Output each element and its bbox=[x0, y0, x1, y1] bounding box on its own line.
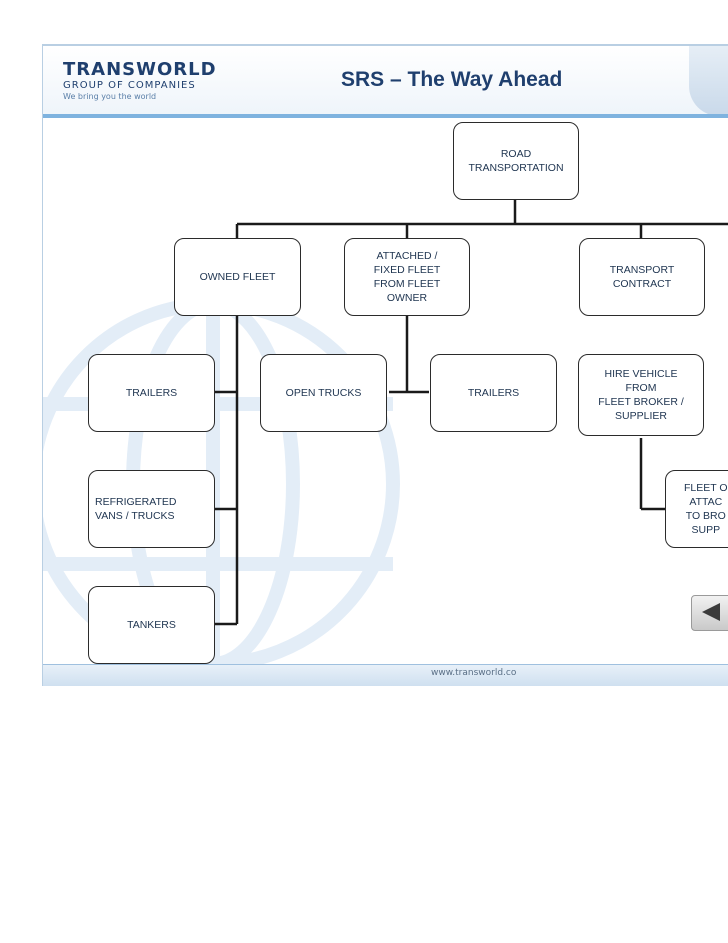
box-label: ROAD TRANSPORTATION bbox=[468, 148, 564, 174]
footer-url: www.transworld.co bbox=[431, 668, 517, 678]
box-label: TRANSPORT CONTRACT bbox=[609, 264, 675, 290]
box-fleet-owner-partial: FLEET O ATTAC TO BRO SUPP bbox=[665, 470, 728, 548]
box-attached-fleet: ATTACHED / FIXED FLEET FROM FLEET OWNER bbox=[344, 238, 470, 316]
box-label: REFRIGERATED VANS / TRUCKS bbox=[95, 496, 177, 522]
logo-tagline: We bring you the world bbox=[63, 92, 157, 101]
box-label: OWNED FLEET bbox=[199, 271, 276, 283]
box-label: TRAILERS bbox=[467, 387, 520, 399]
box-label: OPEN TRUCKS bbox=[285, 387, 362, 399]
box-label: ATTACHED / FIXED FLEET FROM FLEET OWNER bbox=[373, 250, 441, 304]
box-transport-contract: TRANSPORT CONTRACT bbox=[579, 238, 705, 316]
company-logo: TRANSWORLD GROUP OF COMPANIES We bring y… bbox=[63, 60, 243, 102]
box-trailers-owned: TRAILERS bbox=[88, 354, 215, 432]
header-decoration bbox=[689, 46, 728, 116]
box-label: TRAILERS bbox=[125, 387, 178, 399]
back-button[interactable] bbox=[691, 595, 728, 631]
box-refrigerated-vans: REFRIGERATED VANS / TRUCKS bbox=[88, 470, 215, 548]
slide-footer: www.transworld.co bbox=[43, 664, 728, 686]
logo-main-text: TRANSWORLD bbox=[63, 59, 217, 80]
slide: TRANSWORLD GROUP OF COMPANIES We bring y… bbox=[42, 44, 728, 686]
header-rule bbox=[43, 114, 728, 118]
triangle-left-icon bbox=[702, 603, 720, 621]
slide-header: TRANSWORLD GROUP OF COMPANIES We bring y… bbox=[43, 44, 728, 118]
box-tankers: TANKERS bbox=[88, 586, 215, 664]
footer-rule bbox=[43, 664, 728, 665]
connector-lines bbox=[215, 200, 728, 626]
box-label: HIRE VEHICLE FROM FLEET BROKER / SUPPLIE… bbox=[598, 368, 684, 422]
slide-title: SRS – The Way Ahead bbox=[341, 68, 563, 91]
logo-sub-text: GROUP OF COMPANIES bbox=[63, 80, 196, 91]
box-trailers-attached: TRAILERS bbox=[430, 354, 557, 432]
box-label: FLEET O ATTAC TO BRO SUPP bbox=[684, 482, 728, 536]
box-open-trucks: OPEN TRUCKS bbox=[260, 354, 387, 432]
box-label: TANKERS bbox=[127, 619, 176, 631]
box-road-transportation: ROAD TRANSPORTATION bbox=[453, 122, 579, 200]
box-owned-fleet: OWNED FLEET bbox=[174, 238, 301, 316]
box-hire-vehicle: HIRE VEHICLE FROM FLEET BROKER / SUPPLIE… bbox=[578, 354, 704, 436]
